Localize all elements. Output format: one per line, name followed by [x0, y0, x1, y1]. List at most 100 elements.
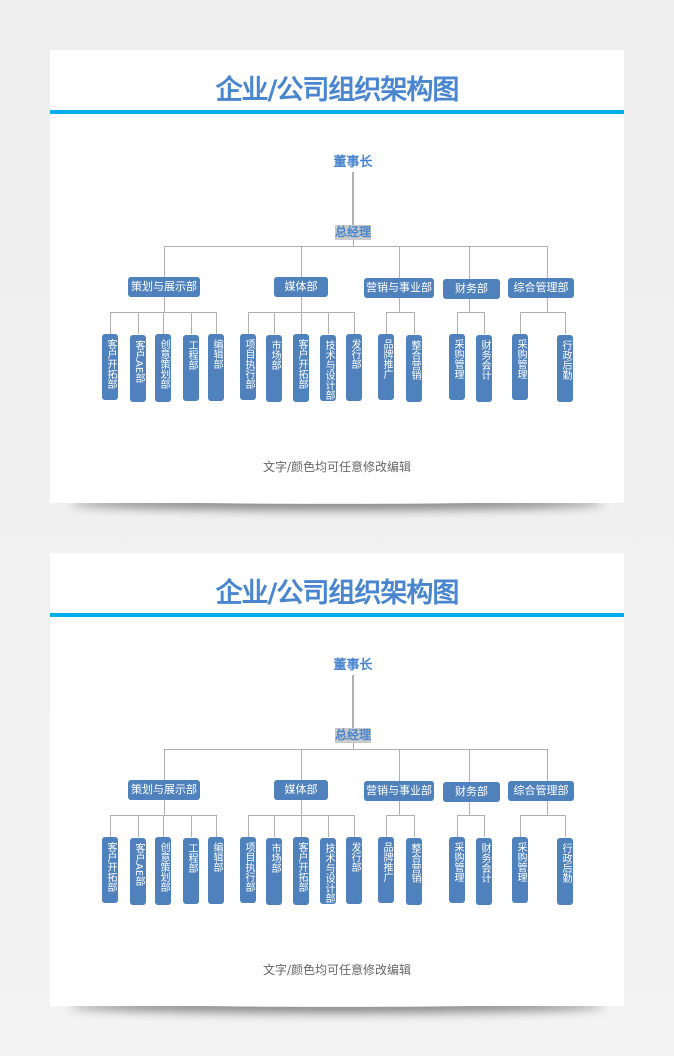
department-node[interactable]: 媒体部	[274, 780, 328, 800]
connector-line	[414, 312, 415, 334]
connector-line	[399, 246, 400, 278]
connector-line	[520, 312, 566, 313]
connector-line	[353, 743, 354, 749]
connector-line	[164, 246, 165, 277]
sub-department-node[interactable]: 客户开拓部	[293, 334, 309, 402]
sub-department-node[interactable]: 品牌推广	[378, 334, 394, 400]
slide-title: 企业/公司组织架构图	[215, 578, 460, 609]
sub-department-node[interactable]: 市场部	[266, 838, 282, 905]
department-node[interactable]: 营销与事业部	[364, 781, 434, 801]
slide-title: 企业/公司组织架构图	[215, 75, 460, 106]
connector-line	[110, 312, 111, 334]
sub-department-node[interactable]: 项目执行部	[240, 837, 256, 903]
connector-line	[386, 815, 415, 816]
sub-department-node[interactable]: 编辑部	[208, 334, 224, 401]
connector-line	[301, 749, 302, 780]
connector-line	[484, 312, 485, 334]
connector-line	[457, 815, 485, 816]
sub-department-node[interactable]: 编辑部	[208, 837, 224, 904]
sub-department-node[interactable]: 整合营销	[406, 335, 422, 402]
sub-department-node[interactable]: 采购管理	[512, 837, 528, 903]
department-node[interactable]: 综合管理部	[508, 781, 574, 801]
sub-department-node[interactable]: 财务会计	[476, 838, 492, 905]
connector-line	[469, 299, 470, 312]
title-divider	[50, 613, 624, 617]
connector-line	[328, 815, 329, 837]
connector-line	[399, 298, 400, 312]
connector-line	[138, 815, 139, 837]
connector-line	[191, 815, 192, 837]
gm-node[interactable]: 总经理	[335, 728, 372, 743]
sub-department-node[interactable]: 工程部	[183, 335, 199, 401]
connector-line	[386, 312, 387, 334]
connector-line	[248, 312, 249, 334]
sub-department-node[interactable]: 采购管理	[512, 334, 528, 400]
connector-line	[469, 246, 470, 279]
sub-department-node[interactable]: 采购管理	[449, 837, 465, 903]
sub-department-node[interactable]: 技术与设计部	[320, 335, 336, 401]
connector-line	[138, 312, 139, 334]
sub-department-node[interactable]: 客户开拓部	[293, 837, 309, 905]
connector-line	[301, 312, 302, 334]
connector-line	[164, 749, 548, 750]
connector-line	[520, 312, 521, 334]
sub-department-node[interactable]: 客户开拓部	[102, 837, 118, 903]
connector-line	[163, 312, 164, 334]
sub-department-node[interactable]: 财务会计	[476, 335, 492, 402]
connector-line	[352, 675, 354, 728]
connector-line	[274, 312, 275, 334]
connector-line	[386, 312, 415, 313]
sub-department-node[interactable]: 行政后勤	[557, 335, 573, 402]
footer-note: 文字/颜色均可任意修改编辑	[262, 460, 412, 474]
department-node[interactable]: 营销与事业部	[364, 278, 434, 298]
department-node[interactable]: 策划与展示部	[128, 277, 200, 297]
department-node[interactable]: 综合管理部	[508, 278, 574, 298]
sub-department-node[interactable]: 工程部	[183, 838, 199, 904]
connector-line	[520, 815, 566, 816]
department-node[interactable]: 财务部	[443, 782, 500, 802]
ceo-node[interactable]: 董事长	[333, 658, 373, 673]
sub-department-node[interactable]: 客户AE部	[130, 335, 146, 402]
connector-line	[163, 815, 164, 837]
connector-line	[301, 815, 302, 837]
sub-department-node[interactable]: 市场部	[266, 335, 282, 402]
connector-line	[565, 815, 566, 837]
sub-department-node[interactable]: 客户开拓部	[102, 334, 118, 400]
connector-line	[248, 815, 249, 837]
connector-line	[399, 801, 400, 815]
connector-line	[328, 312, 329, 334]
sub-department-node[interactable]: 采购管理	[449, 334, 465, 400]
connector-line	[457, 312, 485, 313]
sub-department-node[interactable]: 创意策划部	[155, 837, 171, 905]
connector-line	[216, 815, 217, 837]
connector-line	[354, 815, 355, 837]
connector-line	[353, 240, 354, 246]
gm-node[interactable]: 总经理	[335, 225, 372, 240]
department-node[interactable]: 媒体部	[274, 277, 328, 297]
connector-line	[164, 800, 165, 815]
sub-department-node[interactable]: 项目执行部	[240, 334, 256, 400]
connector-line	[457, 312, 458, 334]
sub-department-node[interactable]: 发行部	[346, 334, 362, 401]
connector-line	[354, 312, 355, 334]
connector-line	[414, 815, 415, 837]
connector-line	[164, 297, 165, 312]
sub-department-node[interactable]: 行政后勤	[557, 838, 573, 905]
slide-2: 企业/公司组织架构图董事长总经理策划与展示部客户开拓部客户AE部创意策划部工程部…	[50, 553, 624, 1006]
connector-line	[547, 801, 548, 815]
connector-line	[547, 246, 548, 278]
ceo-node[interactable]: 董事长	[333, 155, 373, 170]
connector-line	[484, 815, 485, 837]
slide-1: 企业/公司组织架构图董事长总经理策划与展示部客户开拓部客户AE部创意策划部工程部…	[50, 50, 624, 503]
sub-department-node[interactable]: 客户AE部	[130, 838, 146, 905]
connector-line	[352, 172, 354, 225]
department-node[interactable]: 策划与展示部	[128, 780, 200, 800]
sub-department-node[interactable]: 发行部	[346, 837, 362, 904]
department-node[interactable]: 财务部	[443, 279, 500, 299]
sub-department-node[interactable]: 整合营销	[406, 838, 422, 905]
sub-department-node[interactable]: 创意策划部	[155, 334, 171, 402]
sub-department-node[interactable]: 技术与设计部	[320, 838, 336, 904]
connector-line	[110, 815, 111, 837]
connector-line	[469, 749, 470, 782]
sub-department-node[interactable]: 品牌推广	[378, 837, 394, 903]
